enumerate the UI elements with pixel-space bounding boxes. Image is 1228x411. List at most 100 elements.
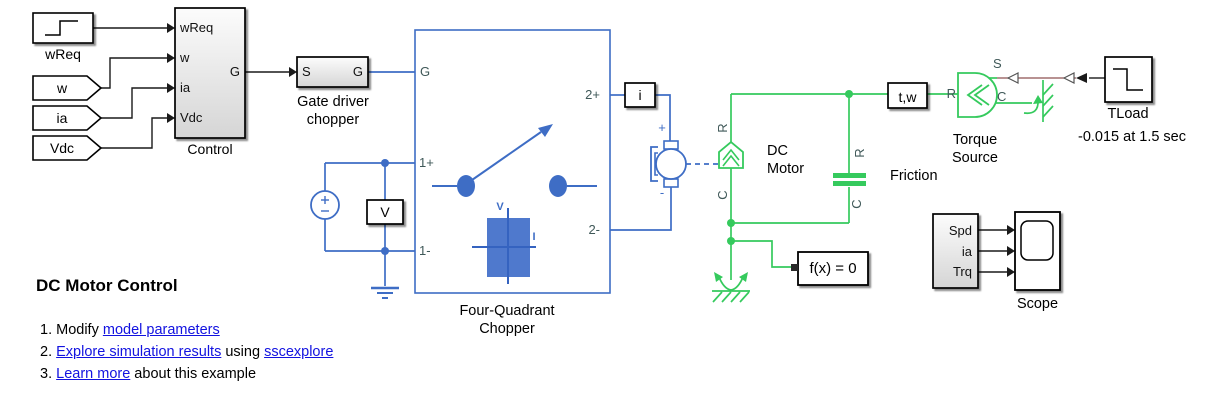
chopper-port-1plus: 1+ <box>419 155 434 170</box>
dc-motor-label: DC Motor <box>767 142 804 178</box>
learn-more-link[interactable]: Learn more <box>56 366 131 382</box>
note1-text: 1. Modify <box>40 322 103 338</box>
physical-signal-line <box>997 72 1076 84</box>
rotational-reference-icon <box>1023 80 1054 122</box>
mechanical-wires <box>730 77 1032 280</box>
chopper-port-1minus: 1- <box>419 243 431 258</box>
scope-block[interactable] <box>1014 211 1061 291</box>
torque-source-port-s: S <box>993 56 1002 71</box>
from-tag-w[interactable] <box>32 75 103 101</box>
motor-interface-port-c: C <box>715 190 730 200</box>
tload-block-label: TLoad <box>1107 106 1149 122</box>
four-quadrant-vi-icon <box>472 208 536 284</box>
note-item-3: 3. Learn more about this example <box>40 365 256 384</box>
chopper-label-line2: Chopper <box>479 321 535 337</box>
from-tag-w-label: w <box>56 80 68 96</box>
gate-driver-label-line2: chopper <box>306 112 360 128</box>
sscexplore-link[interactable]: sscexplore <box>264 344 334 360</box>
control-block[interactable] <box>174 7 246 139</box>
four-quadrant-chopper-block[interactable] <box>414 29 611 294</box>
gate-driver-label: Gate driver chopper <box>273 93 393 129</box>
note2-text: 2. <box>40 344 57 360</box>
from-tag-vdc-label: Vdc <box>49 140 75 156</box>
scope-screen-icon <box>1020 220 1054 261</box>
control-port-ia: ia <box>180 80 191 95</box>
electrical-junction-dots <box>381 159 389 255</box>
torque-source-icon[interactable] <box>957 72 998 118</box>
signal-arrowheads <box>167 23 1087 277</box>
wreq-step-block[interactable] <box>32 12 94 44</box>
note3-text: 3. <box>40 366 57 382</box>
torque-source-label-line1: Torque <box>952 132 998 148</box>
control-port-vdc: Vdc <box>180 110 203 125</box>
friction-block-label: Friction <box>890 168 938 184</box>
step-up-icon <box>45 20 78 36</box>
rotational-ground-icon <box>712 272 750 303</box>
gate-driver-block[interactable] <box>296 56 369 88</box>
tload-step-block[interactable] <box>1104 56 1153 103</box>
solver-configuration-block[interactable] <box>791 251 869 286</box>
control-port-w: w <box>180 50 190 65</box>
dc-motor-icon[interactable] <box>650 140 687 188</box>
torque-source-port-c: C <box>997 89 1007 104</box>
motor-interface-port-r: R <box>715 123 730 133</box>
motor-plus-label: + <box>658 120 666 135</box>
tw-sensor-block[interactable] <box>887 82 928 109</box>
vi-axis-i-label: I <box>532 231 536 243</box>
switch-icon <box>432 124 597 197</box>
note-item-2: 2. Explore simulation results using ssce… <box>40 343 333 362</box>
chopper-port-2plus: 2+ <box>585 87 600 102</box>
chopper-label-line1: Four-Quadrant <box>459 303 555 319</box>
current-sensor-block[interactable] <box>624 82 656 108</box>
from-tag-ia-label: ia <box>56 110 68 126</box>
mux-port-ia: ia <box>961 244 972 259</box>
control-port-wreq: wReq <box>180 20 214 35</box>
voltage-sensor-label: V <box>380 204 390 220</box>
from-tag-ia[interactable] <box>32 105 103 131</box>
tload-annotation: -0.015 at 1.5 sec <box>1077 129 1186 145</box>
friction-icon[interactable] <box>833 173 866 186</box>
tw-sensor-label: t,w <box>898 89 917 105</box>
motor-minus-label: - <box>659 185 665 200</box>
step-down-icon <box>1113 68 1143 91</box>
control-block-label: Control <box>187 141 233 157</box>
dc-motor-label-line1: DC <box>767 143 788 159</box>
from-tag-vdc[interactable] <box>32 135 103 161</box>
model-parameters-link[interactable]: model parameters <box>102 322 220 338</box>
electrical-ground-icon <box>371 286 399 299</box>
scope-block-label: Scope <box>1016 296 1059 312</box>
mux-port-trq: Trq <box>952 264 972 279</box>
torque-source-label-line2: Source <box>952 150 998 166</box>
voltage-source-icon[interactable] <box>310 190 340 220</box>
model-title: DC Motor Control <box>36 276 178 295</box>
control-port-g: G <box>229 64 240 79</box>
rotational-port-icon <box>718 140 744 169</box>
vi-axis-v-label: V <box>496 201 504 213</box>
gate-driver-label-line1: Gate driver <box>297 94 369 110</box>
mechanical-junction-dots <box>727 90 853 245</box>
chopper-port-g: G <box>420 64 431 79</box>
torque-source-port-r: R <box>946 86 956 101</box>
gate-driver-port-g: G <box>352 64 363 79</box>
friction-port-c: C <box>849 199 864 209</box>
electrical-wires <box>324 71 719 286</box>
scope-mux-block[interactable] <box>932 213 979 289</box>
signal-wires <box>93 27 1105 273</box>
conserving-port-square <box>791 264 798 271</box>
gate-driver-port-s: S <box>302 64 311 79</box>
friction-port-r: R <box>852 148 867 158</box>
note2-middle-text: using <box>221 344 265 360</box>
voltage-sensor-block[interactable] <box>366 199 404 225</box>
note3-suffix-text: about this example <box>130 366 257 382</box>
note-item-1: 1. Modify model parameters <box>40 321 220 340</box>
chopper-port-2minus: 2- <box>588 222 600 237</box>
mux-port-spd: Spd <box>948 223 972 238</box>
dc-motor-label-line2: Motor <box>767 161 805 177</box>
explore-simulation-results-link[interactable]: Explore simulation results <box>56 344 222 360</box>
solver-block-label: f(x) = 0 <box>809 260 857 277</box>
wreq-step-label: wReq <box>45 46 81 62</box>
